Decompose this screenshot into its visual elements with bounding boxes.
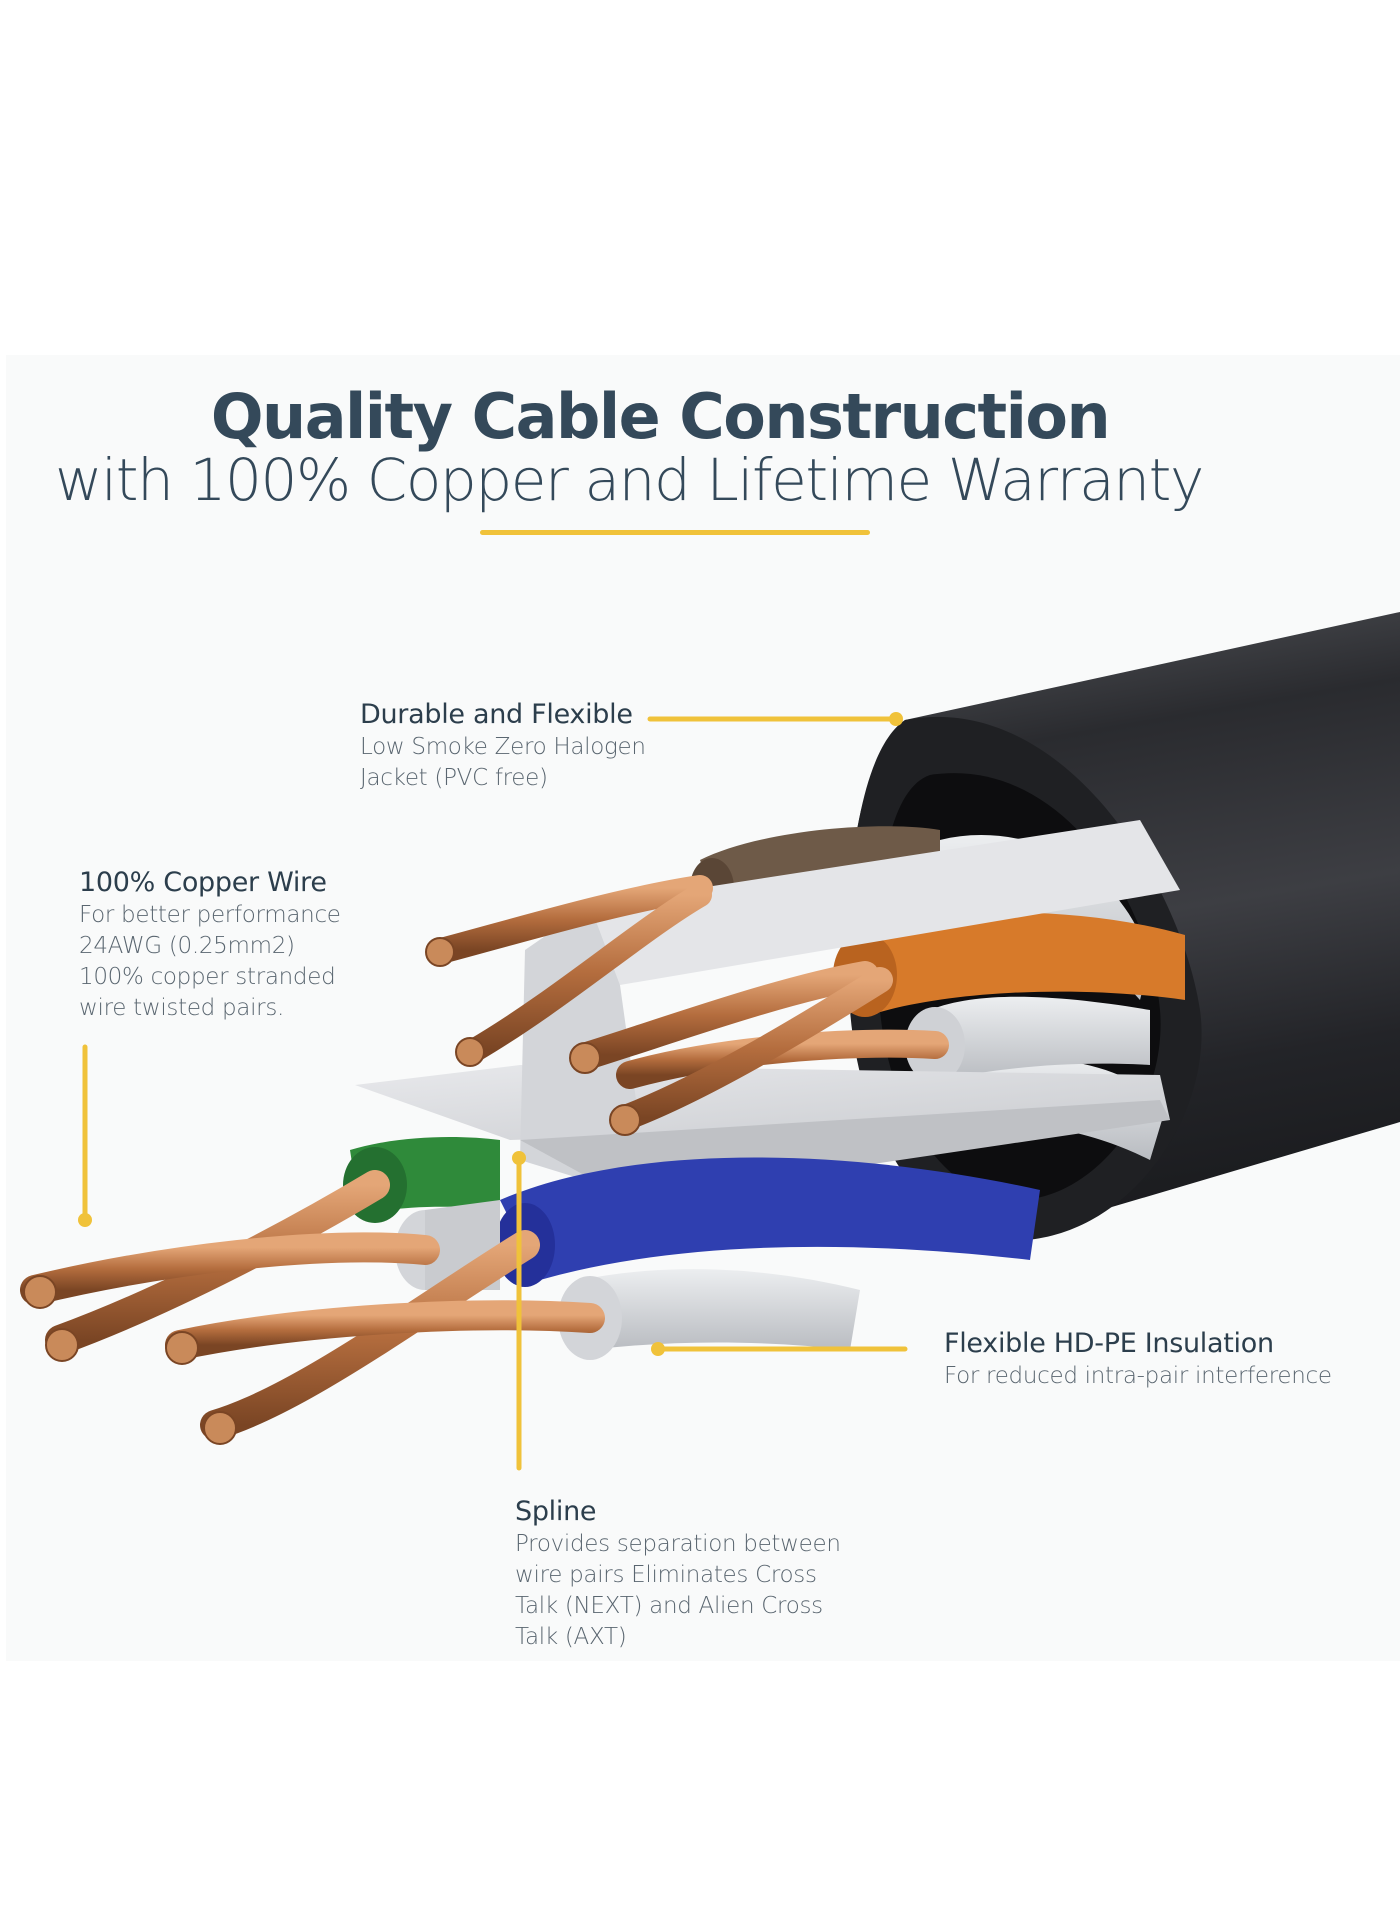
callout-spline: Spline Provides separation between wire … (515, 1495, 841, 1653)
callout-line: wire twisted pairs. (79, 995, 285, 1021)
callout-description: For reduced intra-pair interference (944, 1361, 1332, 1392)
callout-description: For better performance 24AWG (0.25mm2) 1… (79, 900, 341, 1024)
callout-line: Talk (NEXT) and Alien Cross (515, 1593, 823, 1619)
callout-heading: 100% Copper Wire (79, 867, 327, 898)
callout-heading: Durable and Flexible (360, 699, 633, 730)
callout-description: Low Smoke Zero Halogen Jacket (PVC free) (360, 732, 646, 794)
callout-durable-flexible: Durable and Flexible Low Smoke Zero Halo… (360, 698, 646, 794)
callout-line: 100% copper stranded (79, 964, 336, 990)
callout-line: Provides separation between (515, 1531, 841, 1557)
callout-heading: Spline (515, 1496, 597, 1527)
callout-line: Low Smoke Zero Halogen (360, 734, 646, 760)
callout-line: For reduced intra-pair interference (944, 1363, 1332, 1389)
title-underline-divider (480, 530, 870, 535)
callout-lines (78, 712, 908, 1471)
page-title: Quality Cable Construction (210, 380, 1111, 453)
callout-heading: Flexible HD-PE Insulation (944, 1328, 1274, 1359)
callout-line: Jacket (PVC free) (360, 765, 548, 791)
callout-line: wire pairs Eliminates Cross (515, 1562, 817, 1588)
callout-line: 24AWG (0.25mm2) (79, 933, 295, 959)
callout-hdpe-insulation: Flexible HD-PE Insulation For reduced in… (944, 1327, 1332, 1392)
callout-description: Provides separation between wire pairs E… (515, 1529, 841, 1653)
callout-copper-wire: 100% Copper Wire For better performance … (79, 866, 341, 1024)
copper-strands (20, 875, 949, 1440)
callout-line: Talk (AXT) (515, 1624, 627, 1650)
callout-line: For better performance (79, 902, 341, 928)
page-subtitle: with 100% Copper and Lifetime Warranty (55, 446, 1204, 514)
